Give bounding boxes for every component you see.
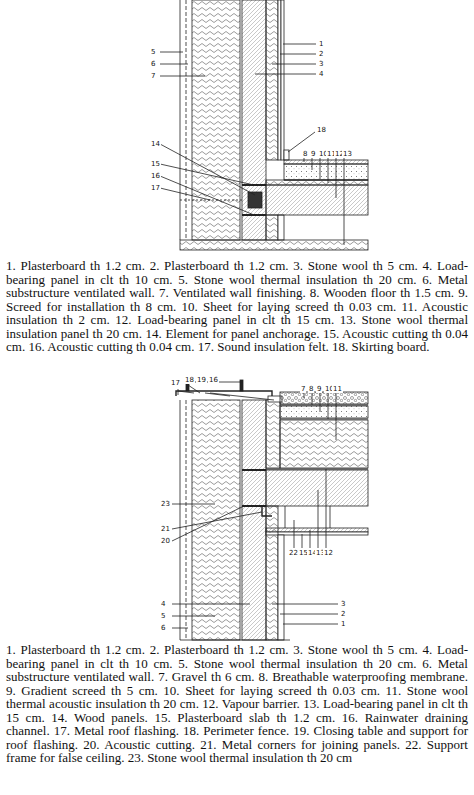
callout-number: 23 (160, 500, 171, 508)
callout-number: 20 (160, 537, 171, 545)
callout-number: 15 (150, 160, 161, 168)
callout-number: 4 (318, 70, 324, 78)
callout-number: 18 (316, 126, 327, 134)
callout-number: 17 (150, 184, 161, 192)
callout-number: 21 (160, 525, 171, 533)
callout-number: 7 (300, 385, 306, 393)
callout-number: 6 (160, 624, 166, 632)
caption-text: 1. Plasterboard th 1.2 cm. 2. Plasterboa… (6, 259, 468, 354)
callout-number: 5 (160, 612, 166, 620)
callout-number: 13 (342, 150, 353, 158)
callout-number: 3 (340, 600, 346, 608)
callout-number: 5 (150, 48, 156, 56)
callout-number: 1 (340, 620, 346, 628)
callout-number: 9 (310, 150, 316, 158)
callout-number: 18 (184, 376, 195, 384)
callout-number: 2 (340, 610, 346, 618)
callout-number: 9 (316, 385, 322, 393)
callout-number: 2 (318, 50, 324, 58)
callout-number: 17 (170, 379, 181, 387)
callout-number: 1 (318, 40, 324, 48)
callout-number: 7 (150, 72, 156, 80)
callout-number: 14 (150, 140, 161, 148)
callout-number: 3 (318, 60, 324, 68)
callout-number: 19 (196, 376, 207, 384)
caption-text: 1. Plasterboard th 1.2 cm. 2. Plasterboa… (6, 643, 468, 765)
callout-number: 6 (150, 60, 156, 68)
callout-number: 4 (160, 600, 166, 608)
callout-number: 12 (323, 549, 334, 557)
callout-number: 8 (308, 385, 314, 393)
callout-number: 16 (150, 172, 161, 180)
callout-number: 11 (332, 385, 343, 393)
callout-number: 8 (302, 150, 308, 158)
callout-number: 16 (208, 376, 219, 384)
